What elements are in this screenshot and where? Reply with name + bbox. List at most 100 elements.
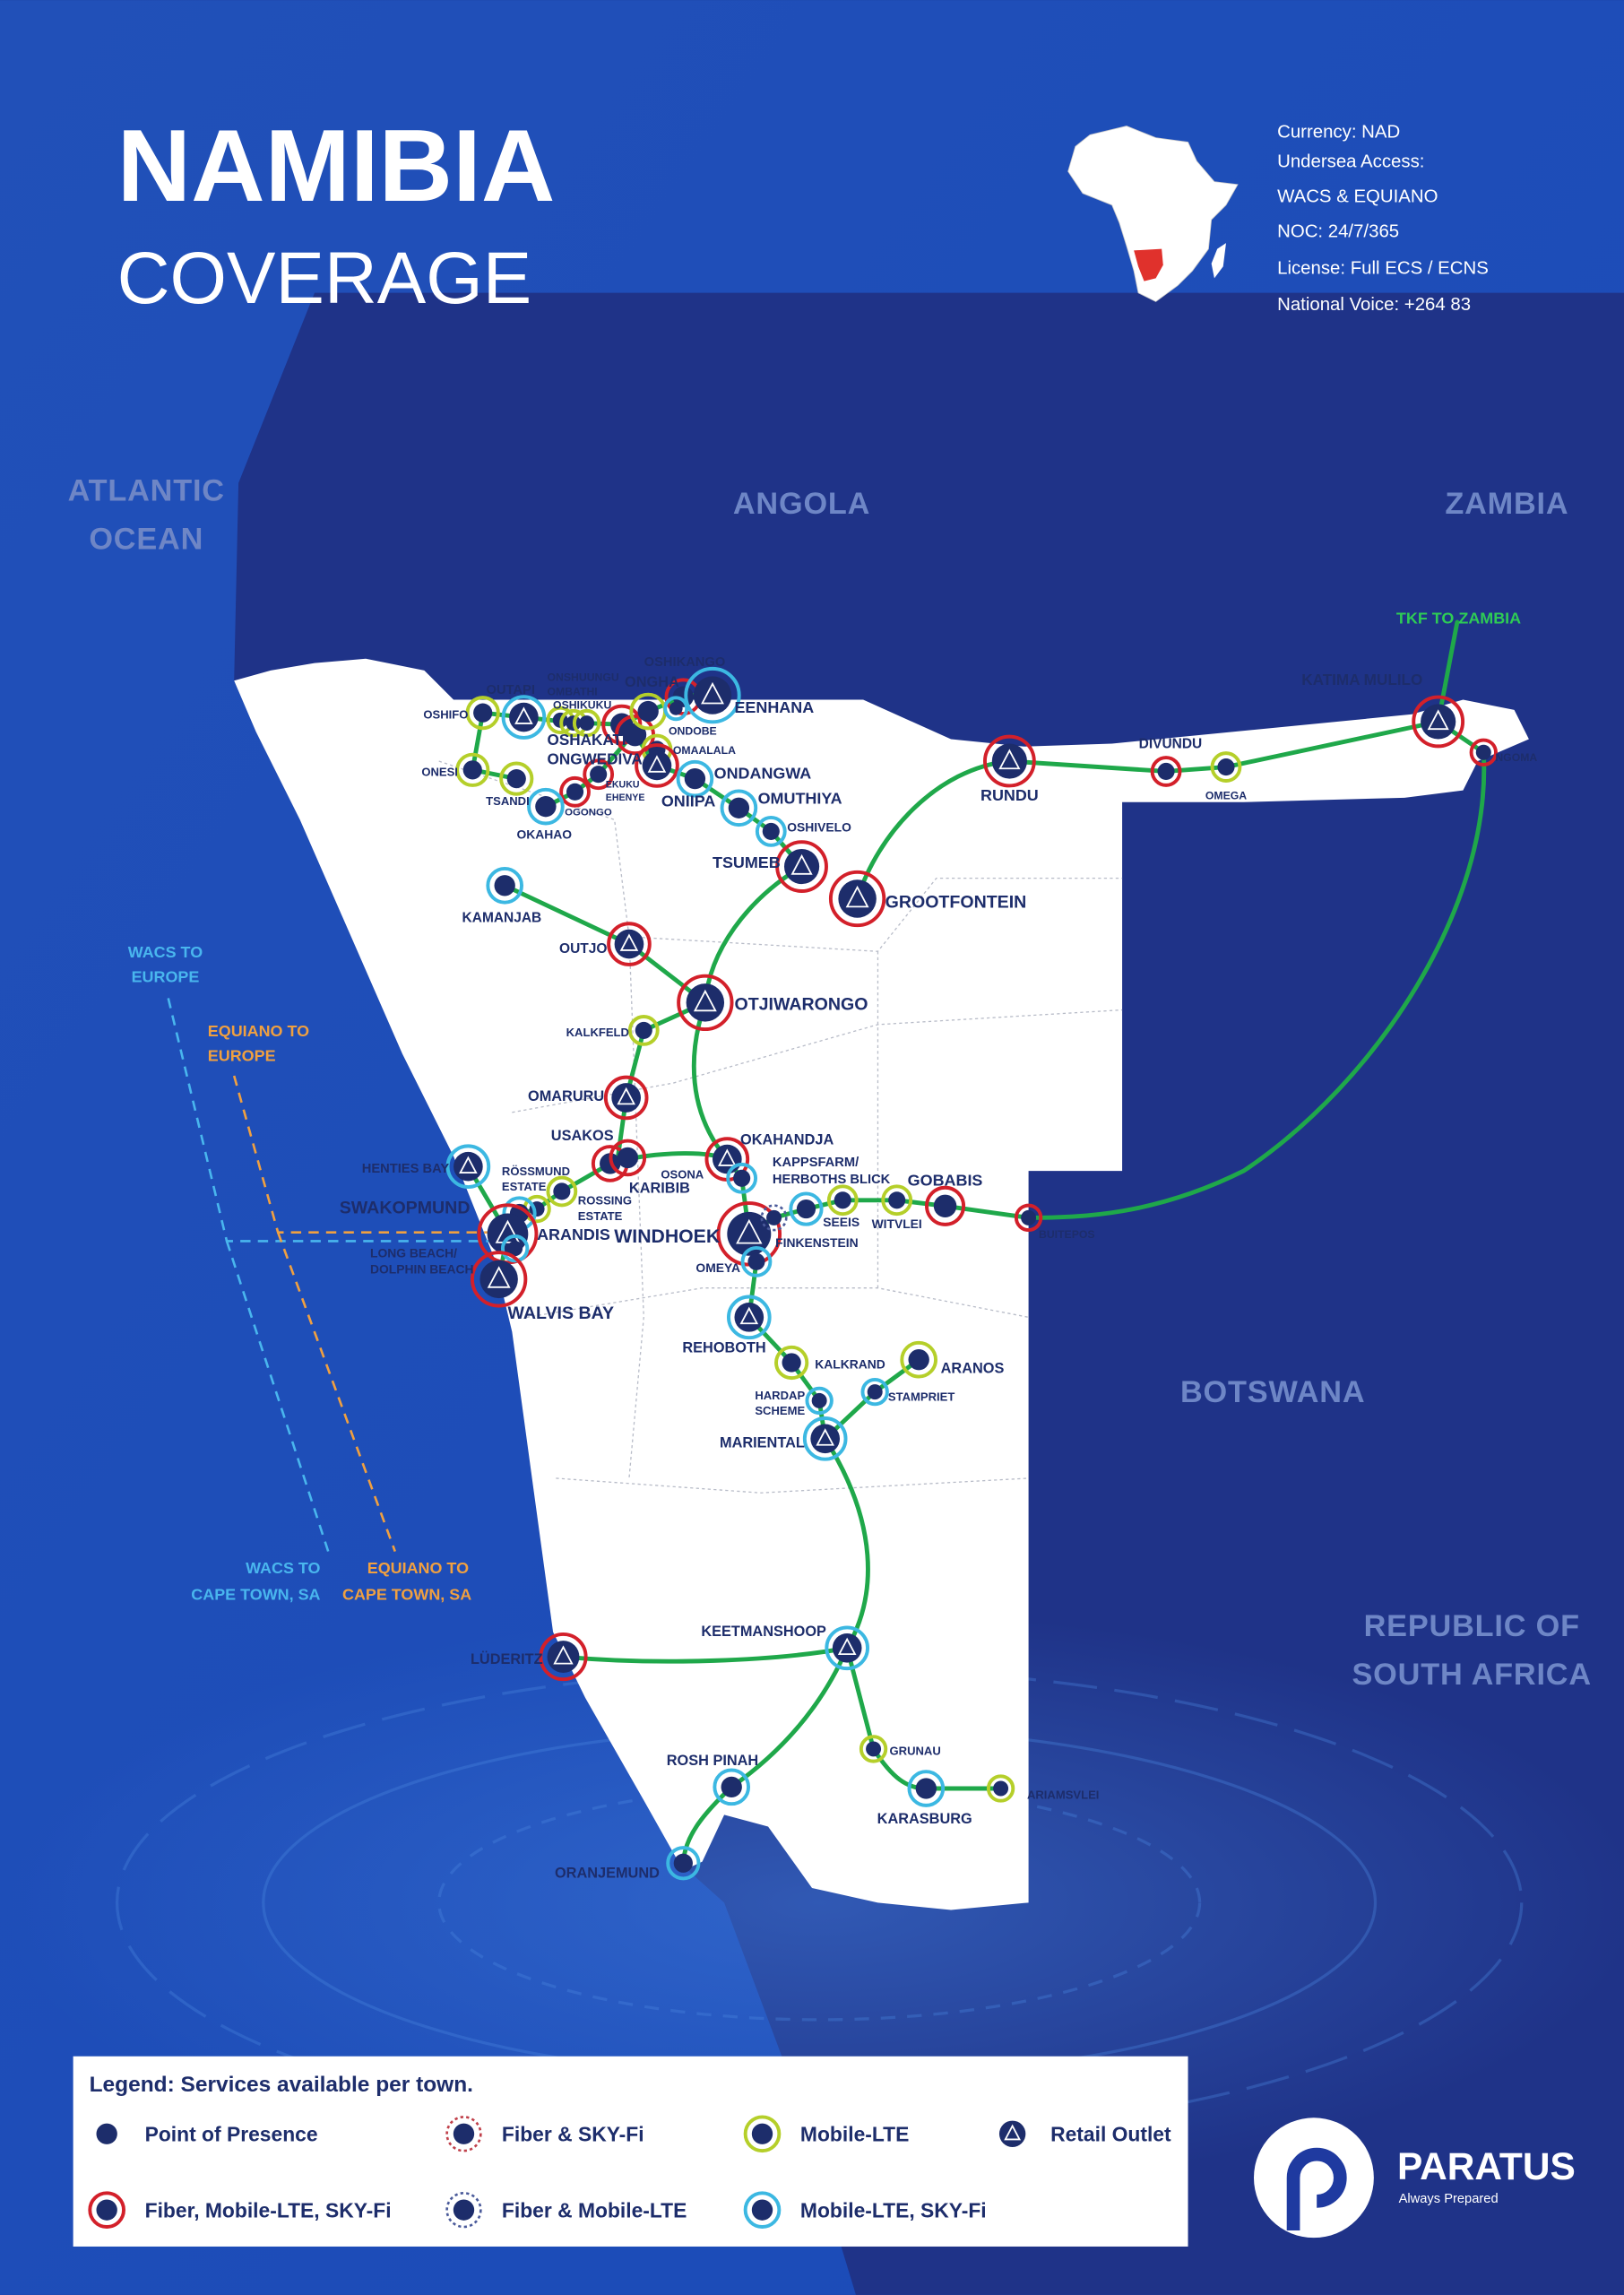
point-of-presence-dot [867,1384,883,1400]
africa-madagascar [1211,243,1226,279]
legend-item-retail: Retail Outlet [998,2120,1171,2147]
town-outapi[interactable] [501,695,547,740]
town-ngoma[interactable] [1469,738,1498,766]
point-of-presence-dot [494,875,515,896]
retail-outlet-icon [619,933,639,951]
retail-outlet-icon [837,1637,857,1656]
town-kamanjab[interactable] [486,866,524,905]
point-of-presence-dot [1157,762,1175,781]
town-tsumeb[interactable] [775,840,828,893]
town-witvlei[interactable] [881,1184,913,1217]
town-henties-bay[interactable] [445,1144,491,1190]
town-divundu[interactable] [1150,756,1182,787]
town-grunau[interactable] [859,1735,888,1763]
town-ondangwa[interactable] [676,759,714,798]
point-of-presence-dot [747,1252,765,1270]
town-omega[interactable] [1210,751,1242,783]
town-label: OSHIFO [423,708,468,722]
town-label: OSONA [661,1167,704,1181]
town-rundu[interactable] [982,734,1036,788]
point-of-presence-dot [637,700,659,723]
service-ring [583,758,615,791]
point-of-presence-dot [933,1194,957,1218]
point-of-presence-dot [96,2123,117,2144]
town-onesi[interactable] [455,752,490,787]
legend-item-fm: Fiber & Mobile-LTE [445,2191,687,2229]
town-gobabis[interactable] [925,1185,966,1226]
town-ondobe[interactable] [663,696,689,722]
town-label: WALVIS BAY [507,1303,614,1323]
town-kappsfarm-herboths-blick[interactable] [789,1191,824,1226]
town-seeis[interactable] [826,1184,859,1217]
point-of-presence-dot [782,1353,801,1373]
town-aranos[interactable] [900,1340,937,1379]
town-ekuku-ehenye[interactable] [583,758,615,791]
town-osona[interactable] [726,1162,758,1194]
town-kalkfeld[interactable] [627,1015,660,1046]
town-keetmanshoop[interactable] [825,1625,869,1671]
town-tsandi[interactable] [499,761,534,796]
town-okahao[interactable] [527,787,565,826]
town-grootfontein[interactable] [828,870,886,928]
town-eenhana[interactable] [684,666,741,724]
point-of-presence-dot [728,797,750,818]
town-label: HENTIES BAY [362,1162,450,1176]
town-outjo[interactable] [607,922,652,966]
retail-outlet-icon [553,1645,574,1665]
town-oniipa[interactable] [635,743,679,788]
legend-item-label: Mobile-LTE, SKY-Fi [800,2198,987,2221]
town-long-beach-dolphin-beach[interactable] [500,1234,530,1263]
town-omaruru[interactable] [603,1075,649,1121]
town-kalkrand[interactable] [774,1345,809,1381]
point-of-presence-dot [566,783,584,801]
service-ring [907,1770,946,1807]
service-ring [743,2115,782,2153]
service-ring [713,1768,751,1806]
town-karibib[interactable] [609,1139,647,1177]
point-of-presence-dot [479,1260,518,1299]
service-ring [559,775,591,808]
wacs-europe-label-2: EUROPE [132,968,200,986]
town-buitepos[interactable] [1014,1203,1043,1233]
service-ring [881,1184,913,1217]
point-of-presence-dot [1475,744,1491,760]
town-omuthiya[interactable] [720,789,758,827]
retail-outlet-icon [816,1428,834,1446]
africa-inset [1067,126,1239,302]
town-oshikuku[interactable] [572,708,601,738]
town-oranjemund[interactable] [666,1846,701,1881]
town-r-ssmund-estate[interactable] [546,1175,578,1208]
town-l-deritz[interactable] [539,1632,588,1682]
town-label: KAPPSFARM/ [773,1156,859,1170]
town-walvis-bay[interactable] [470,1251,528,1308]
point-of-presence-dot [473,703,493,723]
town-rehoboth[interactable] [726,1295,772,1340]
town-stampriet[interactable] [860,1377,889,1407]
town-mariental[interactable] [802,1416,848,1461]
town-hardap-scheme[interactable] [805,1386,834,1416]
route-luderitz [561,1645,850,1664]
point-of-presence-dot [762,822,780,840]
legend-title: Legend: Services available per town. [90,2073,473,2097]
town-omeya[interactable] [740,1245,773,1277]
town-label: ESTATE [578,1209,623,1223]
town-label: OSHIKUKU [553,698,611,711]
label-south-africa-1: REPUBLIC OF [1364,1609,1580,1643]
legend-item-label: Mobile-LTE [800,2122,909,2145]
service-ring [726,1162,758,1194]
town-otjiwarongo[interactable] [677,974,734,1032]
town-label: WINDHOEK [614,1226,721,1247]
town-oshifo[interactable] [465,696,500,731]
town-label: OMEGA [1205,789,1247,801]
service-ring [527,787,565,826]
info-currency: Currency: NAD [1277,123,1400,143]
service-ring [603,1075,649,1121]
town-finkenstein[interactable] [760,1204,788,1232]
town-ariamsvlei[interactable] [986,1774,1015,1803]
town-ogongo[interactable] [559,775,591,808]
town-karasburg[interactable] [907,1770,946,1807]
town-rosh-pinah[interactable] [713,1768,751,1806]
town-oshivelo[interactable] [755,816,787,847]
town-label: RUNDU [980,786,1039,804]
town-katima-mulilo[interactable] [1412,695,1465,749]
